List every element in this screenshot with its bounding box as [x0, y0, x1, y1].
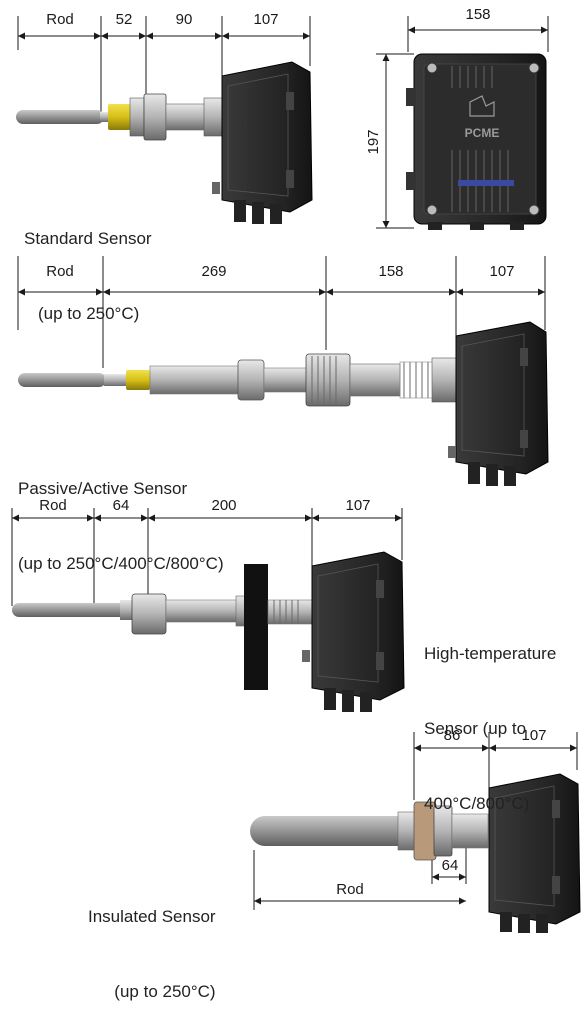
standard-caption: Standard Sensor (up to 250°C): [24, 176, 152, 351]
standard-caption-line2: (up to 250°C): [38, 304, 140, 323]
black-flange-plate: [244, 564, 268, 690]
hightemp-dim-200: 200: [211, 497, 236, 514]
hightemp-dim-64: 64: [113, 497, 130, 514]
screw-icon: [426, 204, 438, 216]
standard-caption-line1: Standard Sensor: [24, 229, 152, 248]
pcme-logo-text: PCME: [465, 126, 500, 140]
hightemp-sensor-probe: [12, 564, 313, 690]
standard-dimension-lines: [17, 16, 311, 112]
insulated-dim-64: 64: [442, 857, 459, 874]
passive-sensor-group: Rod 269 158 107: [17, 256, 549, 486]
passive-caption-line2: (up to 250°C/400°C/800°C): [18, 554, 224, 573]
insulated-caption-line2: (up to 250°C): [114, 982, 216, 1001]
passive-dim-158: 158: [378, 263, 403, 280]
passive-caption: Passive/Active Sensor (up to 250°C/400°C…: [18, 426, 224, 601]
hightemp-sensor-group: Rod 64 200 107: [11, 497, 405, 712]
insulated-sensor-group: 86 107 64 Rod: [250, 727, 581, 933]
standard-dim-90: 90: [176, 11, 193, 28]
insulated-caption-line1: Insulated Sensor: [88, 907, 216, 926]
insulated-rod-label: Rod: [336, 881, 364, 898]
insulated-sensor-probe: [250, 801, 489, 861]
threaded-fitting: [305, 353, 351, 407]
front-height-197: 197: [365, 129, 382, 154]
passive-housing: [448, 321, 549, 486]
yellow-insulator: [126, 370, 150, 390]
standard-sensor-probe: [16, 93, 223, 141]
standard-sensor-group: Rod 52 90 107: [16, 11, 313, 224]
pcme-logo-icon: [469, 95, 495, 117]
front-housing: PCME: [406, 53, 547, 230]
standard-housing: [212, 61, 313, 224]
yellow-insulator: [108, 104, 132, 130]
hightemp-rod-label: Rod: [39, 497, 67, 514]
passive-dim-107: 107: [489, 263, 514, 280]
standard-dim-107: 107: [253, 11, 278, 28]
hightemp-housing: [302, 551, 405, 712]
screw-icon: [528, 204, 540, 216]
hightemp-caption-line2: Sensor (up to: [424, 719, 527, 738]
hightemp-dim-107: 107: [345, 497, 370, 514]
screw-icon: [426, 62, 438, 74]
passive-dim-269: 269: [201, 263, 226, 280]
front-width-158: 158: [465, 6, 490, 23]
standard-rod-label: Rod: [46, 11, 74, 28]
hightemp-dimension-lines: [11, 508, 403, 606]
insulated-caption: Insulated Sensor (up to 250°C): [88, 854, 216, 1029]
front-label-strip: [458, 180, 514, 186]
insulated-housing: [488, 773, 581, 933]
passive-dimension-lines: [17, 256, 546, 368]
standard-dim-52: 52: [116, 11, 133, 28]
passive-sensor-probe: [18, 353, 457, 407]
hex-nut: [143, 93, 167, 141]
sensor-dimension-diagram: Rod 52 90 107 158 19: [11, 6, 581, 933]
hightemp-caption: High-temperature Sensor (up to 400°C/800…: [424, 591, 556, 841]
insulated-dim-86: 86: [444, 727, 461, 744]
hightemp-caption-line1: High-temperature: [424, 644, 557, 663]
front-view-dimension-lines: [376, 16, 549, 229]
passive-caption-line1: Passive/Active Sensor: [18, 479, 188, 498]
screw-icon: [528, 62, 540, 74]
passive-rod-label: Rod: [46, 263, 74, 280]
hightemp-caption-line3: 400°C/800°C): [424, 794, 530, 813]
insulated-dim-107: 107: [521, 727, 546, 744]
insulated-dimension-lines: [253, 732, 578, 910]
front-view-group: 158 197 PCME: [365, 6, 549, 230]
